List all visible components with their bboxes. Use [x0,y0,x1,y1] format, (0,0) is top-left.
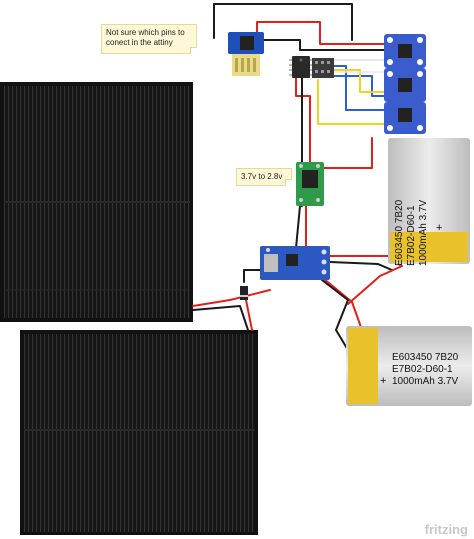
battery-vertical-line1: E603450 7B20 [394,199,405,266]
sensor-breakout-3 [384,102,426,134]
charger-module [260,246,330,280]
battery-vertical-line2: E7B02-D60-1 [406,205,417,266]
note-pins: Not sure which pins to conect in the att… [101,24,197,54]
battery-horizontal-plus: + [380,375,387,387]
fritzing-watermark: fritzing [424,522,468,537]
wire-red-solar [192,289,271,307]
note-corner-fold [285,179,292,186]
battery-horizontal-label: E603450 7B20 E7B02-D60-1 1000mAh 3.7V [392,352,458,388]
wire-yellow-2 [317,79,385,125]
wire-red-right [319,137,373,169]
wire-black-solar [192,305,249,331]
rf-module [228,32,264,76]
wire-yellow-1 [329,69,385,93]
battery-vertical-line3: 1000mAh 3.7V [418,199,429,266]
wire-red-charger-battery2 [317,273,363,331]
solar-panel-bottom [20,330,258,535]
attiny-chip [289,56,313,78]
diode [240,286,248,300]
note-regulator: 3.7v to 2.8v [236,168,292,186]
battery-horizontal-line2: E7B02-D60-1 [392,364,453,375]
battery-horizontal [346,326,472,406]
wire-black-breakout [259,39,385,51]
battery-horizontal-line1: E603450 7B20 [392,352,459,363]
wire-black-charger-battery1 [329,261,393,271]
note-pins-text: Not sure which pins to conect in the att… [106,28,185,47]
battery-vertical-plus: + [436,222,443,234]
header-strip [312,58,334,78]
wire-black-charger-battery2 [321,279,349,351]
wire-red-battery-link [347,265,403,305]
sensor-breakout-2 [384,68,426,102]
battery-horizontal-line3: 1000mAh 3.7V [392,376,459,387]
note-regulator-text: 3.7v to 2.8v [241,172,283,181]
wire-blue-1 [329,65,385,111]
solar-panel-top [0,82,193,322]
battery-vertical [388,138,470,264]
voltage-regulator [296,162,324,206]
wire-red-solar2 [245,299,253,331]
note-corner-fold [190,47,197,54]
battery-vertical-label: E603450 7B20 E7B02-D60-1 1000mAh 3.7V [394,148,466,266]
wire-red-top [256,21,385,45]
wire-blue-2 [329,75,385,97]
wire-black-regulator-charger [295,205,301,249]
wire-black-top-loop [213,3,353,41]
sensor-breakout-1 [384,34,426,68]
